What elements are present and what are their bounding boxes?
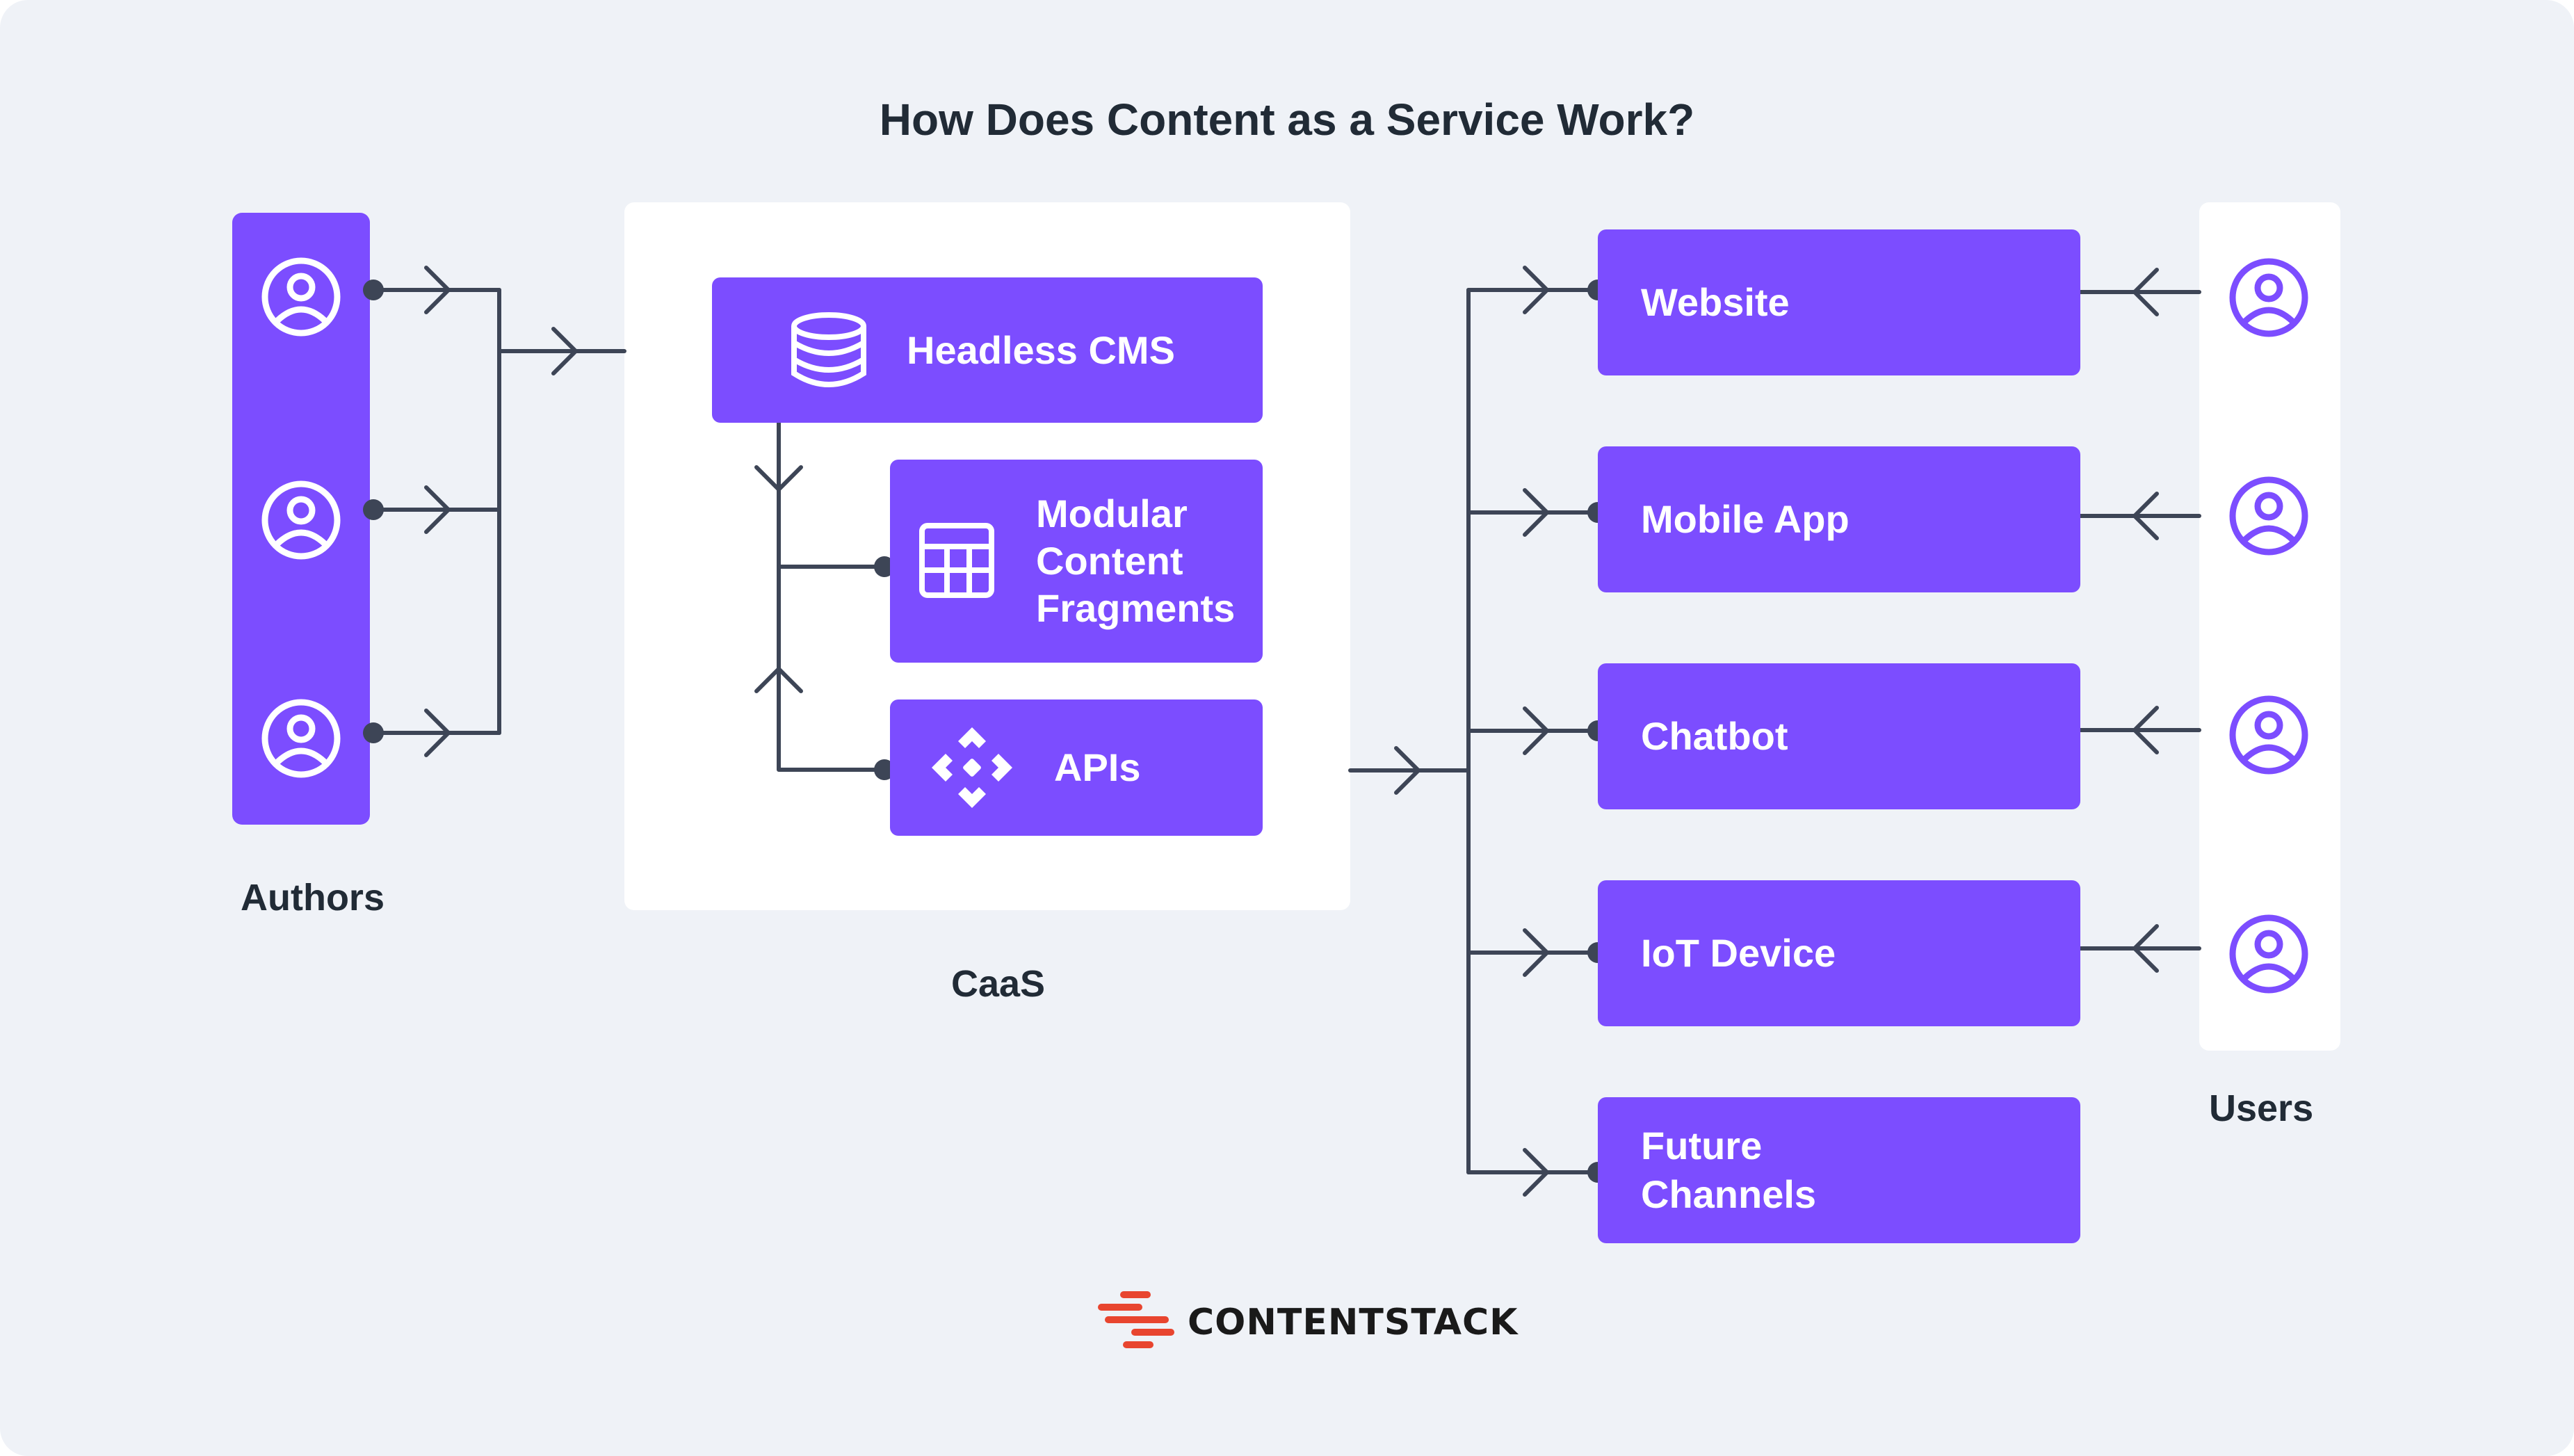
- channel-mobile-app-label: Mobile App: [1641, 497, 1849, 541]
- author-arrow-1: [424, 266, 451, 314]
- channel-iot-device-label: IoT Device: [1641, 931, 1836, 975]
- apis-label: APIs: [1054, 745, 1141, 789]
- apis-up-arrow: [754, 667, 803, 693]
- user-circle-icon: [2229, 476, 2308, 556]
- author-dot-1: [363, 280, 384, 300]
- users-label: Users: [2209, 1087, 2314, 1129]
- user-arrow-3: [2132, 706, 2159, 754]
- user-circle-icon: [261, 480, 341, 560]
- caas-input-arrow: [551, 327, 578, 375]
- diagram-title: How Does Content as a Service Work?: [879, 95, 1695, 145]
- user-arrow-1: [2132, 268, 2159, 316]
- channel-chatbot-box: Chatbot: [1598, 663, 2080, 809]
- headless-cms-label: Headless CMS: [907, 327, 1175, 372]
- channel-arrow-future: [1523, 1148, 1549, 1197]
- author-arrow-3: [424, 709, 451, 757]
- apis-dot: [874, 759, 895, 780]
- database-icon: [791, 312, 866, 387]
- author-dot-3: [363, 722, 384, 743]
- apis-box: APIs: [890, 699, 1263, 836]
- caas-label: CaaS: [951, 963, 1046, 1005]
- channel-future-channels-label: Future Channels: [1641, 1124, 1817, 1216]
- channel-iot-device-box: IoT Device: [1598, 880, 2080, 1026]
- user-circle-icon: [2229, 695, 2308, 775]
- caas-output-arrow: [1394, 746, 1420, 795]
- channel-chatbot-label: Chatbot: [1641, 714, 1788, 758]
- modular-content-label: Modular Content Fragments: [1036, 491, 1236, 631]
- channel-arrow-chatbot: [1523, 706, 1549, 755]
- author-arrow-2: [424, 485, 451, 534]
- channel-arrow-website: [1523, 266, 1549, 314]
- channel-arrow-mobile: [1523, 488, 1549, 537]
- user-circle-icon: [261, 699, 341, 778]
- user-circle-icon: [2229, 258, 2308, 337]
- api-diamond-icon: [932, 727, 1012, 808]
- authors-label: Authors: [241, 877, 385, 919]
- user-arrow-2: [2132, 492, 2159, 540]
- channel-mobile-app-box: Mobile App: [1598, 446, 2080, 592]
- headless-cms-box: Headless CMS: [712, 277, 1263, 423]
- user-arrow-4: [2132, 924, 2159, 973]
- channel-arrow-iot: [1523, 928, 1549, 977]
- cms-down-arrow: [754, 465, 803, 492]
- channel-website-box: Website: [1598, 229, 2080, 375]
- users-panel: [2199, 202, 2340, 1051]
- contentstack-logo-icon: [1098, 1291, 1174, 1348]
- modular-dot: [874, 556, 895, 577]
- user-circle-icon: [261, 257, 341, 337]
- channel-website-label: Website: [1641, 280, 1790, 324]
- channel-future-channels-box: Future Channels: [1598, 1097, 2080, 1243]
- table-grid-icon: [919, 523, 994, 598]
- modular-content-box: Modular Content Fragments: [890, 460, 1263, 663]
- cms-trunk: [777, 421, 887, 772]
- contentstack-brand-name: CONTENTSTACK: [1188, 1302, 1519, 1343]
- user-circle-icon: [2229, 914, 2308, 994]
- author-dot-2: [363, 499, 384, 520]
